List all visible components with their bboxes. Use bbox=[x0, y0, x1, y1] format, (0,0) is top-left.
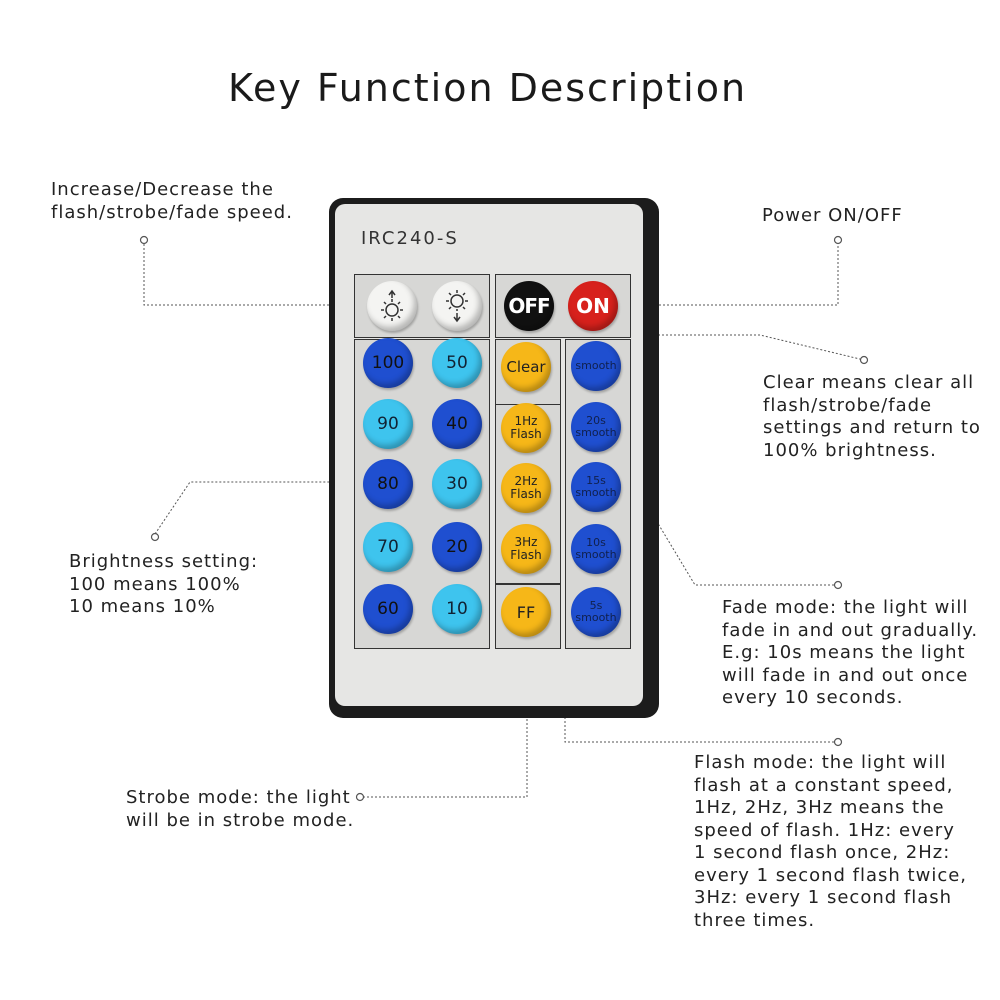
off-button[interactable]: OFF bbox=[504, 281, 554, 331]
flash-2hz-button[interactable]: 2Hz Flash bbox=[501, 463, 551, 513]
brightness-30-button[interactable]: 30 bbox=[432, 459, 482, 509]
speed-note: Increase/Decrease the flash/strobe/fade … bbox=[51, 179, 293, 223]
clear-button[interactable]: Clear bbox=[501, 342, 551, 392]
model-label: IRC240-S bbox=[361, 228, 459, 249]
speed-up-button[interactable] bbox=[367, 281, 417, 331]
brightness-90-button[interactable]: 90 bbox=[363, 399, 413, 449]
ff-button[interactable]: FF bbox=[501, 587, 551, 637]
flash-3hz-button[interactable]: 3Hz Flash bbox=[501, 524, 551, 574]
brightness-80-button[interactable]: 80 bbox=[363, 459, 413, 509]
brightness-50-button[interactable]: 50 bbox=[432, 338, 482, 388]
flash-note: Flash mode: the light will flash at a co… bbox=[694, 752, 968, 931]
power-note: Power ON/OFF bbox=[762, 205, 903, 226]
sun-arrow-down-icon bbox=[446, 290, 468, 323]
brightness-70-button[interactable]: 70 bbox=[363, 522, 413, 572]
fade-20s-button[interactable]: 20s smooth bbox=[571, 402, 621, 452]
strobe-note: Strobe mode: the light will be in strobe… bbox=[126, 787, 355, 831]
smooth-button[interactable]: smooth bbox=[571, 341, 621, 391]
remote-control: IRC240-S bbox=[329, 198, 659, 718]
speed-down-button[interactable] bbox=[432, 281, 482, 331]
brightness-40-button[interactable]: 40 bbox=[432, 399, 482, 449]
brightness-60-button[interactable]: 60 bbox=[363, 584, 413, 634]
brightness-10-button[interactable]: 10 bbox=[432, 584, 482, 634]
remote-face: IRC240-S bbox=[335, 204, 643, 706]
fade-10s-button[interactable]: 10s smooth bbox=[571, 524, 621, 574]
page-title: Key Function Description bbox=[227, 66, 748, 110]
brightness-20-button[interactable]: 20 bbox=[432, 522, 482, 572]
fade-5s-button[interactable]: 5s smooth bbox=[571, 587, 621, 637]
brightness-note: Brightness setting: 100 means 100% 10 me… bbox=[69, 551, 259, 617]
on-button[interactable]: ON bbox=[568, 281, 618, 331]
fade-15s-button[interactable]: 15s smooth bbox=[571, 462, 621, 512]
fade-note: Fade mode: the light will fade in and ou… bbox=[722, 597, 979, 708]
brightness-100-button[interactable]: 100 bbox=[363, 338, 413, 388]
sun-arrow-up-icon bbox=[381, 289, 403, 321]
flash-1hz-button[interactable]: 1Hz Flash bbox=[501, 403, 551, 453]
clear-note: Clear means clear all flash/strobe/fade … bbox=[763, 372, 981, 461]
